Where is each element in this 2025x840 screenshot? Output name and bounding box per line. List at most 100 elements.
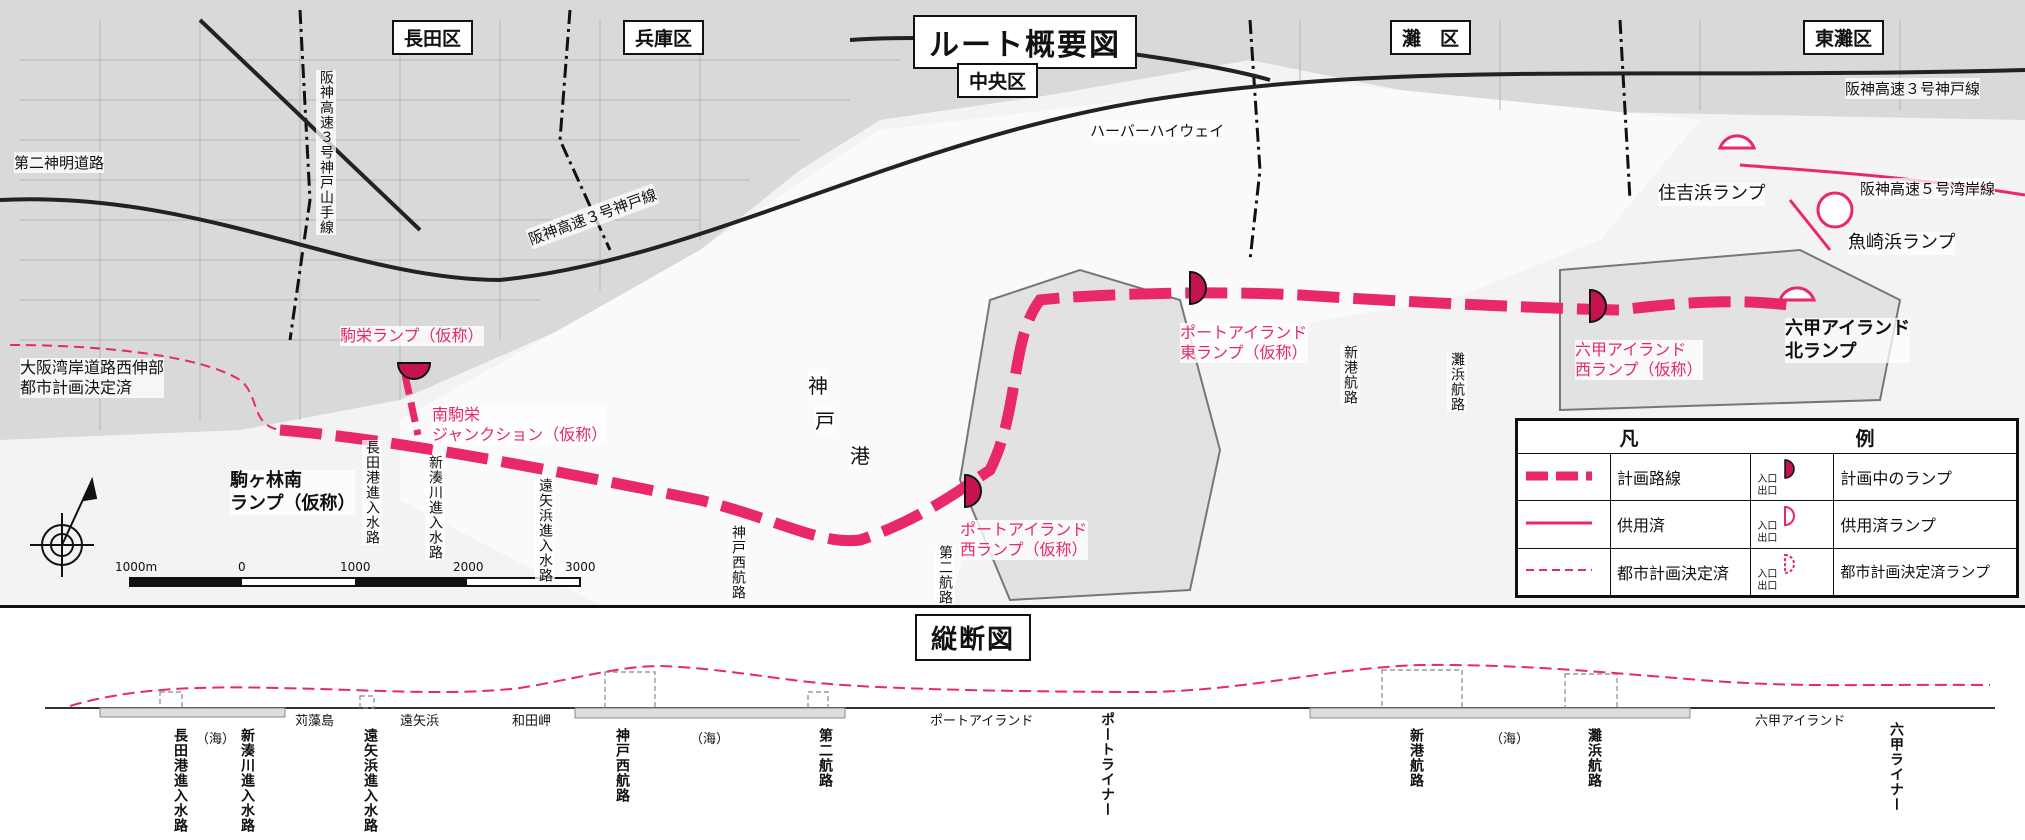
legend-city-planned-label: 都市計画決定済 [1609, 547, 1752, 597]
legend-title: 凡 例 [1517, 420, 2017, 454]
legend-planned-ramp-icon [1783, 459, 1795, 479]
ramp-minamikomae: 南駒栄 ジャンクション（仮称） [432, 405, 608, 445]
legend-existing-ramp-icon [1783, 506, 1795, 527]
sea-label-kami: 神 [808, 370, 828, 399]
uozaki-link [1788, 199, 1832, 251]
ramp-rokko-north: 六甲アイランド 北ランプ [1785, 318, 1911, 363]
ramp-rokko-west-line2: 西ランプ（仮称） [1575, 360, 1703, 379]
label-kobe3-right: 阪神高速３号神戸線 [1845, 78, 1981, 99]
ground-label: ポートアイランド [930, 714, 1034, 729]
legend-row-planned: 計画路線 入口 出口 計画中のランプ [1517, 452, 2017, 502]
legend-entry-label: 入口 [1757, 568, 1778, 580]
ground-label: 和田岬 [512, 714, 552, 729]
legend-row-existing: 供用済 入口 出口 供用済ランプ [1517, 500, 2017, 549]
profile-portliner: ポートライナー [1099, 712, 1115, 817]
waterway-kobe-nishi: 神戸西航路 [728, 525, 748, 600]
legend-existing-label: 供用済 [1609, 500, 1752, 549]
ramp-komagabayashi-line1: 駒ヶ林南 [230, 470, 302, 491]
ground-label: 苅藻島 [295, 714, 335, 729]
legend-exit-label: 出口 [1757, 486, 1778, 498]
ramp-rokko-west-line1: 六甲アイランド [1575, 340, 1687, 359]
legend-city-planned-line [1526, 569, 1592, 572]
north-arrow [30, 476, 98, 577]
legend-planned-line [1526, 471, 1592, 481]
legend-exit-label: 出口 [1757, 580, 1778, 592]
waterway-nagata: 長田港進入水路 [362, 440, 382, 545]
sea-label: （海） [196, 732, 236, 747]
ramp-pi-west-line2: 西ランプ（仮称） [960, 540, 1088, 559]
legend-existing-ramp: 供用済ランプ [1833, 500, 2017, 549]
ground-label: 六甲アイランド [1755, 714, 1846, 729]
profile-shinko: 新港航路 [1408, 728, 1424, 788]
scale-label: 3000 [565, 560, 596, 574]
ramp-rokko-north-line2: 北ランプ [1785, 340, 1857, 362]
label-wangan5: 阪神高速５号湾岸線 [1860, 178, 1996, 199]
profile-daini: 第二航路 [817, 728, 833, 788]
profile-route-line [69, 663, 1991, 707]
city-grid [20, 20, 1901, 430]
sea-label-ko: 港 [850, 440, 870, 469]
ramp-pi-east-line1: ポートアイランド [1180, 323, 1308, 342]
ramp-pi-west: ポートアイランド 西ランプ（仮称） [960, 520, 1088, 560]
legend-planned-ramp: 計画中のランプ [1833, 452, 2017, 502]
profile-canvas [45, 663, 1995, 719]
scale-label: 2000 [453, 560, 484, 574]
scale-label: 1000m [115, 560, 158, 574]
profile-nagata: 長田港進入水路 [172, 728, 188, 833]
district-nada: 灘 区 [1390, 20, 1472, 55]
scale-bar [129, 577, 581, 587]
district-hyogo: 兵庫区 [623, 20, 705, 55]
label-yamate: 阪神高速３号神戸山手線 [316, 70, 336, 235]
profile-title: 縦断図 [915, 614, 1032, 661]
ramp-pi-east-line2: 東ランプ（仮称） [1180, 343, 1308, 362]
district-higashinada: 東灘区 [1803, 20, 1885, 55]
profile-shinminato: 新湊川進入水路 [239, 728, 255, 833]
ramp-sumiyoshihama: 住吉浜ランプ [1658, 183, 1766, 206]
structures [159, 669, 1618, 709]
existing-ramp-symbols [1717, 134, 1854, 302]
ramp-uozakihama: 魚崎浜ランプ [1848, 232, 1956, 255]
ramp-minamikomae-line1: 南駒栄 [432, 405, 481, 424]
waterway-shinminato: 新湊川進入水路 [425, 455, 445, 560]
ground-label: 遠矢浜 [400, 714, 440, 729]
scale-label: 0 [238, 560, 246, 574]
ramp-komagabayashi: 駒ヶ林南 ランプ（仮称） [230, 470, 356, 515]
legend-city-planned-ramp-icon [1783, 553, 1795, 574]
waterway-daini: 第二航路 [935, 545, 955, 605]
label-osaka-wangan-line1: 大阪湾岸道路西伸部 [20, 358, 165, 377]
sea-label: （海） [690, 732, 730, 747]
ramp-rokko-west: 六甲アイランド 西ランプ（仮称） [1575, 340, 1703, 380]
route-map: ルート概要図 長田区 兵庫区 中央区 灘 区 東灘区 第二神明道路 阪神高速３号… [0, 0, 2025, 608]
label-daini-shinmei: 第二神明道路 [14, 152, 105, 173]
legend-row-city-planned: 都市計画決定済 入口 出口 都市計画決定済ランプ [1517, 547, 2017, 597]
waterway-shinko: 新港航路 [1340, 345, 1360, 405]
profile-rokkoliner: 六甲ライナー [1888, 722, 1904, 812]
label-osaka-wangan-line2: 都市計画決定済 [20, 378, 133, 397]
legend: 凡 例 計画路線 入口 出口 計画中のランプ 供用済 入口 出口 供用済ランプ … [1515, 418, 2019, 598]
label-osaka-wangan: 大阪湾岸道路西伸部 都市計画決定済 [20, 358, 165, 398]
longitudinal-profile: 縦断図 苅藻島 遠矢浜 和田岬 ポートアイランド 六甲アイランド （海） （海）… [0, 608, 2025, 840]
ramp-komagabayashi-line2: ランプ（仮称） [230, 492, 356, 514]
city-planned-route [9, 344, 281, 431]
ramp-rokko-north-line1: 六甲アイランド [1785, 318, 1911, 339]
profile-kobe-nishi: 神戸西航路 [614, 728, 630, 803]
waterway-toyagahama: 遠矢浜進入水路 [535, 478, 555, 583]
legend-existing-line [1526, 521, 1592, 525]
sea-label: （海） [1490, 732, 1530, 747]
district-nagata: 長田区 [392, 20, 474, 55]
minamikomae-jct-branch [401, 374, 422, 436]
ramp-komae: 駒栄ランプ（仮称） [340, 326, 484, 346]
ramp-pi-east: ポートアイランド 東ランプ（仮称） [1180, 323, 1308, 363]
sea-bands [99, 707, 1691, 719]
district-chuo: 中央区 [957, 63, 1039, 98]
legend-planned-label: 計画路線 [1609, 452, 1752, 502]
planned-ramp-symbols [396, 270, 1607, 509]
profile-toyagahama: 遠矢浜進入水路 [362, 728, 378, 833]
legend-city-planned-ramp: 都市計画決定済ランプ [1833, 547, 2017, 597]
map-title: ルート概要図 [913, 15, 1137, 69]
legend-exit-label: 出口 [1757, 533, 1778, 545]
label-harbor-highway: ハーバーハイウェイ [1090, 120, 1225, 141]
sea-label-to: 戸 [815, 405, 835, 434]
map-canvas [0, 0, 2025, 602]
ramp-minamikomae-line2: ジャンクション（仮称） [432, 425, 608, 444]
